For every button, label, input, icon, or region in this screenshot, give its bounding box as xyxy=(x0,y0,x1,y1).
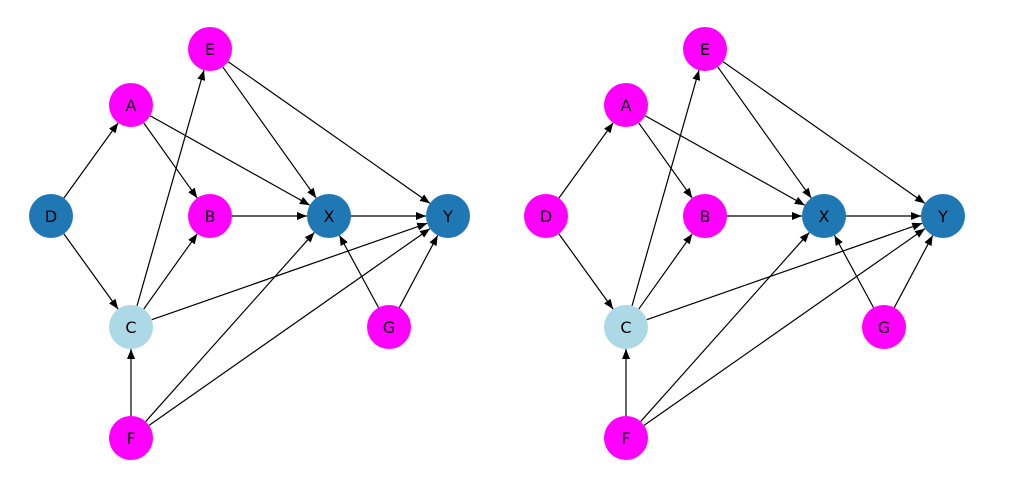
node-circle xyxy=(683,27,727,71)
node-G: G xyxy=(862,305,906,349)
node-F: F xyxy=(604,416,648,460)
node-G: G xyxy=(367,305,411,349)
node-label: F xyxy=(126,429,135,448)
node-B: B xyxy=(683,194,727,238)
node-D: D xyxy=(29,194,73,238)
node-X: X xyxy=(307,194,351,238)
edge-E-X xyxy=(717,66,812,199)
node-circle xyxy=(604,305,648,349)
node-label: C xyxy=(620,318,631,337)
node-circle xyxy=(188,27,232,71)
edge-G-Y xyxy=(398,235,439,308)
node-label: F xyxy=(621,429,630,448)
node-circle xyxy=(604,83,648,127)
node-circle xyxy=(367,305,411,349)
node-label: B xyxy=(700,207,711,226)
node-label: G xyxy=(383,318,395,337)
edge-E-X xyxy=(222,66,317,199)
node-circle xyxy=(188,194,232,238)
edge-D-A xyxy=(558,122,614,199)
edge-A-X xyxy=(149,115,311,206)
node-C: C xyxy=(604,305,648,349)
node-label: X xyxy=(324,207,335,226)
node-D: D xyxy=(524,194,568,238)
edge-F-X xyxy=(145,232,315,422)
edge-G-Y xyxy=(893,235,934,308)
node-F: F xyxy=(109,416,153,460)
edge-D-C xyxy=(558,233,614,310)
edge-C-E xyxy=(136,69,206,307)
edge-D-A xyxy=(63,122,119,199)
node-C: C xyxy=(109,305,153,349)
edge-A-X xyxy=(644,115,806,206)
left-graph: D A E B X Y C G F xyxy=(29,27,470,460)
edge-F-X xyxy=(640,232,810,422)
node-circle xyxy=(29,194,73,238)
node-circle xyxy=(683,194,727,238)
edge-F-Y xyxy=(643,228,926,426)
edge-G-X xyxy=(338,235,380,308)
node-Y: Y xyxy=(921,194,965,238)
node-label: E xyxy=(205,40,215,59)
node-Y: Y xyxy=(426,194,470,238)
node-label: X xyxy=(819,207,830,226)
node-label: A xyxy=(621,96,632,115)
edge-F-Y xyxy=(148,228,431,426)
node-E: E xyxy=(188,27,232,71)
node-label: E xyxy=(700,40,710,59)
node-circle xyxy=(109,83,153,127)
node-circle xyxy=(802,194,846,238)
edge-A-B xyxy=(638,122,693,199)
node-E: E xyxy=(683,27,727,71)
node-label: G xyxy=(878,318,890,337)
node-B: B xyxy=(188,194,232,238)
edge-G-X xyxy=(833,235,875,308)
edge-E-Y xyxy=(722,61,926,204)
node-label: Y xyxy=(937,207,948,226)
edge-C-B xyxy=(638,233,693,310)
node-X: X xyxy=(802,194,846,238)
node-circle xyxy=(109,305,153,349)
node-circle xyxy=(921,194,965,238)
edge-D-C xyxy=(63,233,119,310)
edge-C-B xyxy=(143,233,198,310)
node-circle xyxy=(109,416,153,460)
edge-C-Y xyxy=(151,222,428,321)
node-label: C xyxy=(125,318,136,337)
node-circle xyxy=(604,416,648,460)
right-graph: D A E B X Y C G F xyxy=(524,27,965,460)
edge-E-Y xyxy=(227,61,431,204)
node-circle xyxy=(862,305,906,349)
node-label: D xyxy=(540,207,552,226)
edge-A-B xyxy=(143,122,198,199)
node-circle xyxy=(524,194,568,238)
node-label: B xyxy=(205,207,216,226)
node-label: Y xyxy=(442,207,453,226)
edge-C-E xyxy=(631,69,701,307)
node-label: D xyxy=(45,207,57,226)
node-A: A xyxy=(109,83,153,127)
node-circle xyxy=(307,194,351,238)
node-label: A xyxy=(126,96,137,115)
edge-C-Y xyxy=(646,222,923,321)
node-circle xyxy=(426,194,470,238)
node-A: A xyxy=(604,83,648,127)
